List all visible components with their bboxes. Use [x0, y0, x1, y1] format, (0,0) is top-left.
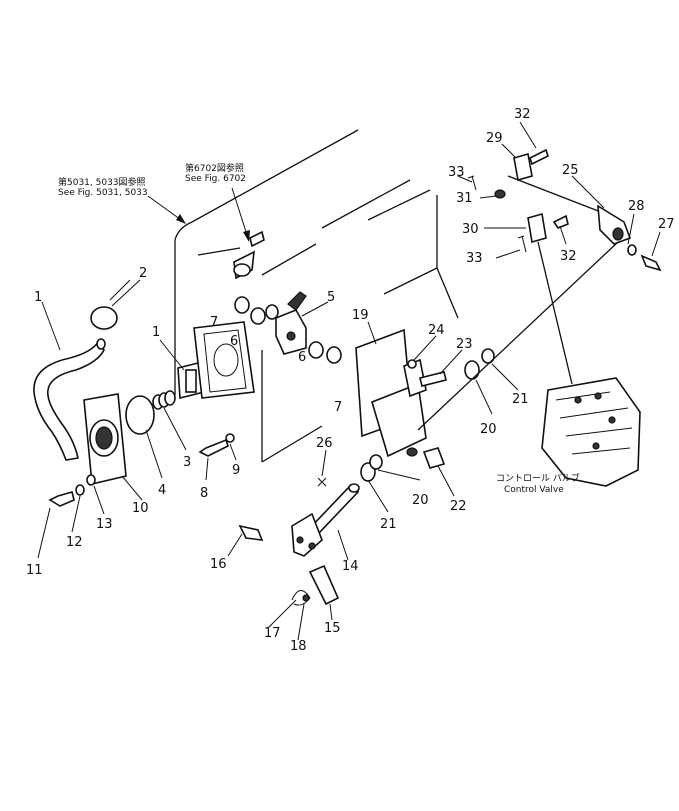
- label-part-29: 29: [486, 131, 503, 146]
- linkage-rod: [233, 230, 265, 280]
- label-part-7a: 7: [210, 315, 218, 330]
- leader-lines: [37, 121, 661, 641]
- part-number-labels: 1 2 1 3 4 5 6 6 7 7 8 9 10 11 12 13 14 1…: [26, 107, 675, 654]
- label-part-22: 22: [450, 499, 467, 514]
- parts-16-17-18: [238, 524, 311, 606]
- label-part-6a: 6: [230, 334, 238, 349]
- label-part-31: 31: [456, 191, 473, 206]
- label-part-32b: 32: [560, 249, 577, 264]
- parts-25-27-28: [597, 204, 662, 272]
- part-26-pin: [317, 477, 327, 487]
- bushings-6-7: [234, 296, 342, 364]
- part-3-spring: [152, 390, 176, 410]
- label-part-8: 8: [200, 486, 208, 501]
- label-part-20a: 20: [412, 493, 429, 508]
- label-part-9: 9: [232, 463, 240, 478]
- part-14-shaft: [291, 483, 360, 557]
- bushings-20-21: [360, 348, 495, 482]
- label-part-23: 23: [456, 337, 473, 352]
- label-part-18: 18: [290, 639, 307, 654]
- label-part-20b: 20: [480, 422, 497, 437]
- label-part-24: 24: [428, 323, 445, 338]
- reference-arrows: [147, 187, 250, 242]
- label-part-5: 5: [327, 290, 335, 305]
- label-part-1: 1: [34, 290, 42, 305]
- label-part-15: 15: [324, 621, 341, 636]
- label-part-27: 27: [658, 217, 675, 232]
- valve-link-rod: [417, 175, 619, 431]
- part-15-pin: [308, 564, 340, 606]
- label-part-21b: 21: [512, 392, 529, 407]
- parts-22-23-24: [407, 359, 447, 469]
- label-part-2: 2: [139, 266, 147, 281]
- label-part-30: 30: [462, 222, 479, 237]
- label-part-11: 11: [26, 563, 43, 578]
- label-part-10: 10: [132, 501, 149, 516]
- label-part-4: 4: [158, 483, 166, 498]
- ref-6702-jp: 第6702図参照: [185, 162, 244, 174]
- label-part-6b: 6: [298, 350, 306, 365]
- gasket-plate: [193, 321, 255, 399]
- panel-outline: [174, 129, 459, 463]
- label-part-33a: 33: [448, 165, 465, 180]
- label-part-32a: 32: [514, 107, 531, 122]
- reference-notes: 第5031, 5033図参照 See Fig. 5031, 5033 第6702…: [58, 162, 580, 495]
- ref-control-valve-jp: コントロール バルブ: [496, 472, 580, 484]
- parts-11-12-13: [48, 474, 96, 507]
- label-part-21a: 21: [380, 517, 397, 532]
- label-part-25: 25: [562, 163, 579, 178]
- part-4-gasket: [125, 395, 155, 435]
- part-19-bracket: [355, 328, 427, 458]
- label-part-13: 13: [96, 517, 113, 532]
- label-part-16: 16: [210, 557, 227, 572]
- parts-29-33: [467, 148, 569, 253]
- label-part-1b: 1: [152, 325, 160, 340]
- label-part-14: 14: [342, 559, 359, 574]
- part-10-plate: [83, 393, 127, 485]
- label-part-3: 3: [183, 455, 191, 470]
- ref-5031-en: See Fig. 5031, 5033: [58, 188, 148, 198]
- part-2-cap: [90, 279, 131, 330]
- control-valve: [541, 377, 641, 487]
- label-part-17: 17: [264, 626, 281, 641]
- ref-5031-jp: 第5031, 5033図参照: [58, 176, 146, 188]
- label-part-33b: 33: [466, 251, 483, 266]
- label-part-26: 26: [316, 436, 333, 451]
- label-part-19: 19: [352, 308, 369, 323]
- ref-control-valve-en: Control Valve: [504, 485, 564, 495]
- label-part-28: 28: [628, 199, 645, 214]
- label-part-7b: 7: [334, 400, 342, 415]
- label-part-12: 12: [66, 535, 83, 550]
- part-8-9-bolt: [198, 433, 235, 457]
- part-5-lever: [275, 291, 307, 355]
- ref-6702-en: See Fig. 6702: [185, 174, 246, 184]
- part-1-pipe: [33, 338, 106, 461]
